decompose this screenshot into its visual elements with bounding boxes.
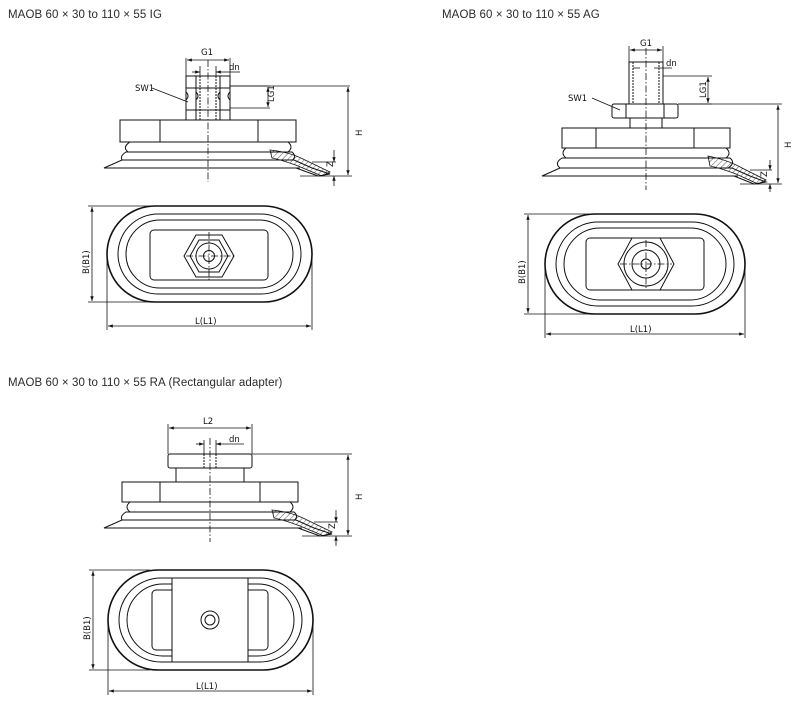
ag-l-label: L(L1) xyxy=(630,325,652,335)
ig-top-view xyxy=(88,205,313,330)
ag-b-label: B(B1) xyxy=(518,260,528,284)
ra-h-label: H xyxy=(355,494,365,500)
ig-drawing-title: MAOB 60 × 30 to 110 × 55 IG xyxy=(8,9,162,21)
ra-side-view-labels: L2 dn H Z xyxy=(203,417,365,529)
ag-h-label: H xyxy=(784,142,794,148)
ig-b-label: B(B1) xyxy=(82,250,92,274)
ig-top-view-labels: B(B1) L(L1) xyxy=(82,250,217,327)
ag-z-label: Z xyxy=(760,171,770,177)
ra-b-label: B(B1) xyxy=(83,616,93,640)
ra-side-view xyxy=(103,424,352,546)
ra-l2-label: L2 xyxy=(203,417,213,427)
ig-dn-label: dn xyxy=(229,63,240,73)
ra-top-view-labels: B(B1) L(L1) xyxy=(83,616,218,692)
ag-top-view-labels: B(B1) L(L1) xyxy=(518,260,652,335)
ag-side-view-labels: G1 dn SW1 LG1 H Z xyxy=(568,39,794,177)
ig-l-label: L(L1) xyxy=(195,317,217,327)
ig-sw1-label: SW1 xyxy=(135,84,154,94)
ig-z-label: Z xyxy=(326,161,336,167)
ra-drawing-title: MAOB 60 × 30 to 110 × 55 RA (Rectangular… xyxy=(8,377,283,389)
ig-g1-label: G1 xyxy=(201,48,213,58)
ag-lg1-label: LG1 xyxy=(699,81,709,98)
ig-h-label: H xyxy=(355,130,365,136)
ig-side-view-labels: G1 dn SW1 LG1 H Z xyxy=(135,48,365,167)
ra-dn-label: dn xyxy=(229,435,240,445)
ag-g1-label: G1 xyxy=(640,39,652,49)
ig-lg1-label: LG1 xyxy=(267,85,277,102)
ag-dn-label: dn xyxy=(666,59,677,69)
ig-side-view xyxy=(103,58,352,186)
ra-top-view xyxy=(89,569,314,695)
ag-top-view xyxy=(524,213,746,338)
ra-z-label: Z xyxy=(328,523,338,529)
ag-drawing-title: MAOB 60 × 30 to 110 × 55 AG xyxy=(442,9,600,21)
ag-sw1-label: SW1 xyxy=(568,94,587,104)
ag-side-view xyxy=(541,46,782,192)
ra-l-label: L(L1) xyxy=(196,682,218,692)
